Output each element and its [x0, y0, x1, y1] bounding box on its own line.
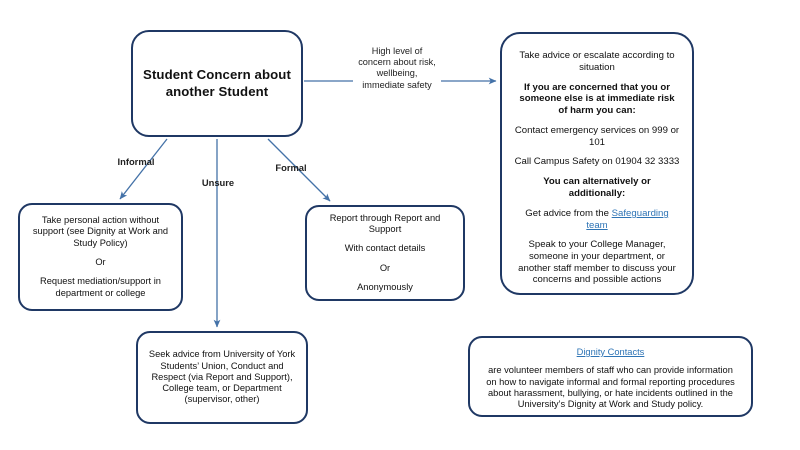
escalate-line-6-prefix: Get advice from the [525, 207, 612, 219]
node-student-concern-text: Student Concern about another Student [143, 67, 291, 99]
escalate-line-1: Take advice or escalate according to sit… [519, 50, 675, 73]
informal-line-2: Or [95, 257, 106, 267]
node-informal-action: Take personal action without support (se… [18, 203, 183, 311]
arrow-root-to-informal [119, 138, 168, 200]
dignity-contacts-heading: Dignity Contacts [577, 347, 645, 358]
unsure-line-1: Seek advice from University of York Stud… [148, 349, 296, 405]
escalate-line-6: Get advice from the Safeguarding team [514, 208, 680, 231]
escalate-line-3: Contact emergency services on 999 or 101 [514, 124, 680, 148]
node-report-and-support: Report through Report and Support With c… [305, 205, 465, 301]
edge-label-informal: Informal [117, 156, 155, 167]
node-student-concern: Student Concern about another Student [131, 30, 303, 137]
dignity-contacts-body: are volunteer members of staff who can p… [486, 365, 735, 410]
escalate-line-4: Call Campus Safety on 01904 32 3333 [514, 156, 680, 168]
formal-line-1: Report through Report and Support [329, 212, 441, 235]
dignity-contacts-link[interactable]: Dignity Contacts [576, 347, 645, 357]
edge-label-high-level-concern: High level of concern about risk, wellbe… [358, 46, 436, 90]
node-dignity-contacts: Dignity Contacts are volunteer members o… [468, 336, 753, 417]
escalate-line-7: Speak to your College Manager, someone i… [518, 239, 676, 286]
informal-line-3: Request mediation/support in department … [40, 276, 161, 298]
formal-line-4: Anonymously [357, 281, 413, 292]
edge-label-formal: Formal [275, 162, 307, 173]
escalate-line-2: If you are concerned that you or someone… [519, 81, 675, 116]
formal-line-3: Or [379, 262, 391, 273]
node-seek-advice: Seek advice from University of York Stud… [136, 331, 308, 424]
informal-line-1: Take personal action without support (se… [32, 215, 169, 248]
edge-label-unsure: Unsure [201, 177, 235, 188]
safeguarding-team-link[interactable]: Safeguarding team [586, 207, 669, 231]
node-take-advice-or-escalate: Take advice or escalate according to sit… [500, 32, 694, 295]
formal-line-2: With contact details [344, 243, 426, 254]
escalate-line-5: You can alternatively or additionally: [543, 176, 651, 199]
